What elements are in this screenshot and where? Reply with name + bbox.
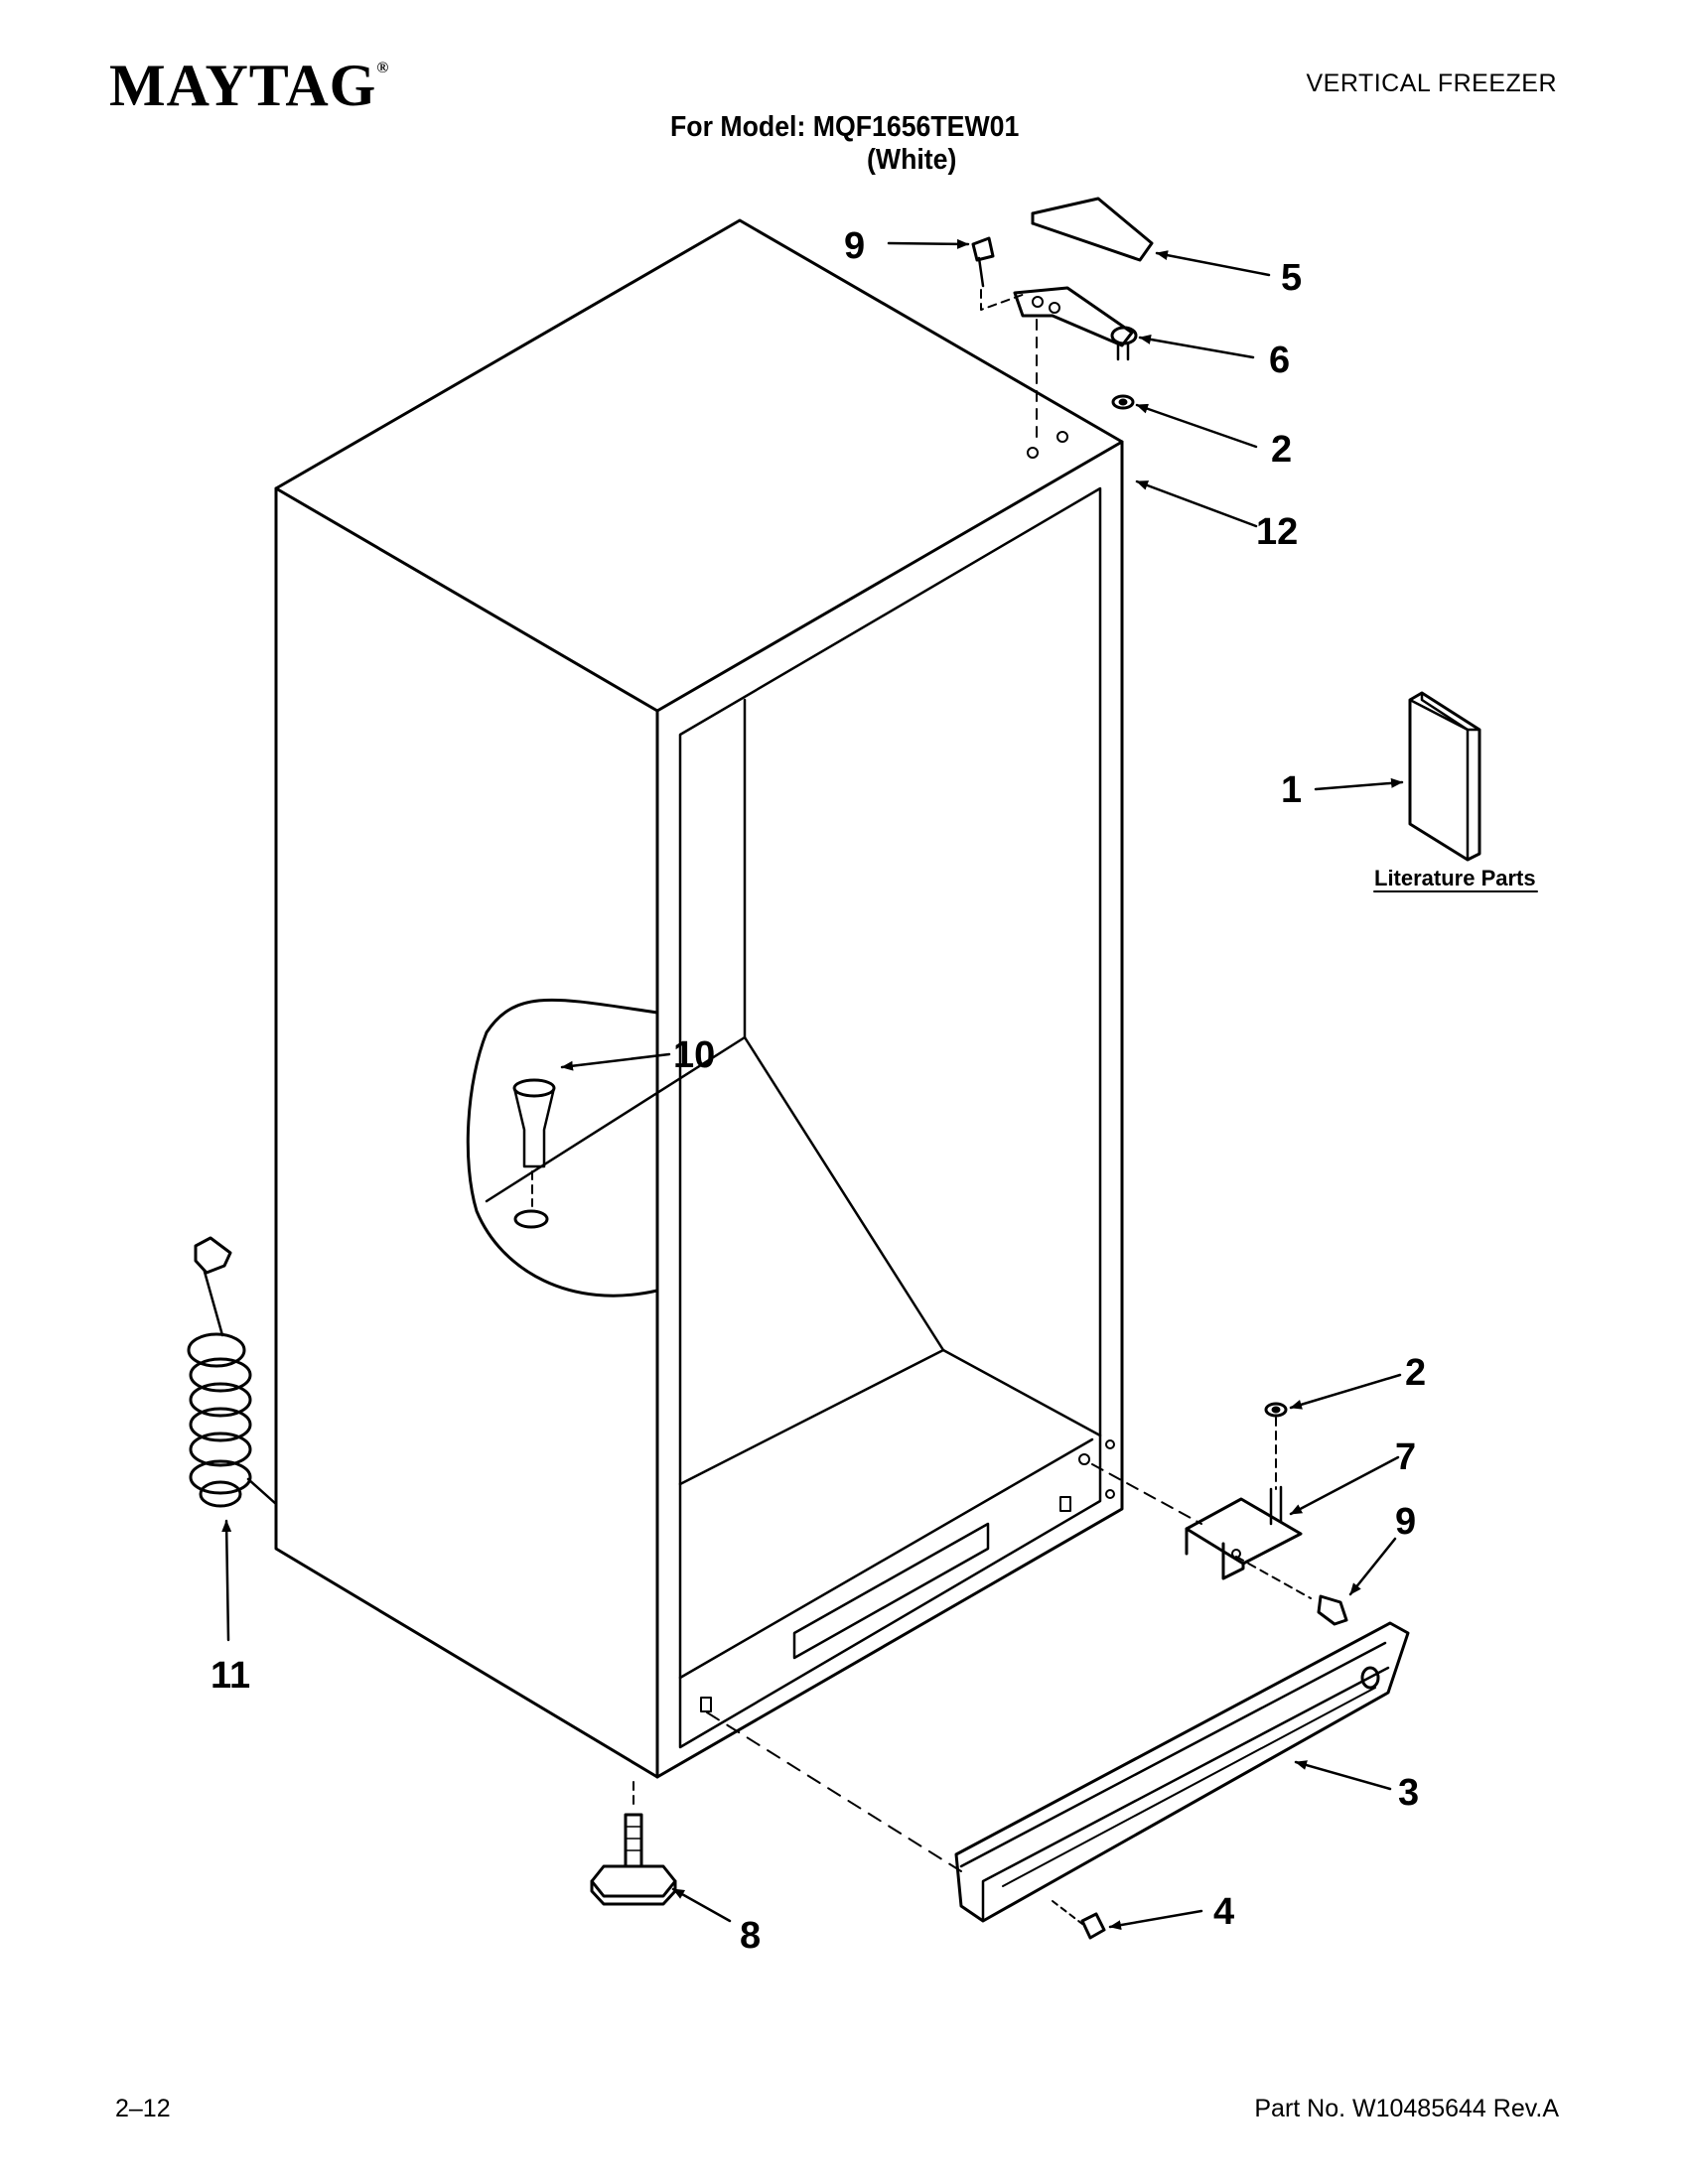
callout-9-top: 9 [844, 225, 865, 267]
cabinet-inner-floor [678, 1348, 945, 1486]
cabinet-top [274, 218, 1124, 713]
callout-10: 10 [673, 1034, 715, 1076]
callout-11: 11 [211, 1655, 250, 1697]
callout-8: 8 [740, 1915, 761, 1957]
callout-9-bottom: 9 [1395, 1501, 1416, 1543]
hinge-screw-top-part-9 [971, 236, 1029, 311]
callout-numbers: 9 5 6 2 12 1 10 2 7 9 11 3 4 8 [211, 225, 1426, 1957]
hinge-hole-top-a [1027, 447, 1039, 459]
callout-5: 5 [1281, 257, 1302, 299]
hinge-hole-top-b [1056, 431, 1068, 443]
hinge-hole-bottom-b [1105, 1489, 1115, 1499]
cabinet-inner-opening [678, 486, 1102, 1749]
callout-12: 12 [1256, 511, 1298, 553]
cabinet-inner-back-edge [743, 698, 1102, 1437]
leveling-leg-part-8 [590, 1781, 677, 1906]
literature-booklet-part-1: Literature Parts [1373, 691, 1538, 892]
drain-tube-part-10 [512, 1078, 556, 1229]
hinge-hole-bottom-a [1105, 1439, 1115, 1449]
hinge-cover-part-5 [1031, 197, 1154, 262]
brand-logo: MAYTAG® [109, 52, 389, 120]
drain-hole [513, 1209, 549, 1229]
page-number: 2–12 [115, 2095, 171, 2122]
callout-3: 3 [1398, 1772, 1419, 1814]
callout-7: 7 [1395, 1436, 1416, 1478]
cutaway-outline [466, 998, 659, 1297]
callout-4: 4 [1213, 1891, 1234, 1933]
bottom-hinge-part-7 [1091, 1463, 1312, 1599]
registered-mark: ® [376, 60, 390, 76]
callout-leaders [221, 238, 1404, 1931]
grille-clip-slot-right [1059, 1496, 1071, 1512]
cabinet-front-frame [655, 440, 1124, 1779]
top-hinge-part-6 [1013, 286, 1138, 443]
cabinet-vent-slot [792, 1522, 990, 1660]
model-color: (White) [867, 144, 957, 176]
document-part-number: Part No. W10485644 Rev.A [1254, 2095, 1559, 2122]
power-cord-part-11 [187, 1236, 278, 1508]
mounting-hole-front [1078, 1453, 1090, 1465]
callout-1: 1 [1281, 769, 1302, 811]
freezer-cabinet [274, 218, 1124, 1779]
grille-screw-part-4 [1052, 1900, 1106, 1940]
base-grille-part-3 [706, 1621, 1410, 1923]
callout-2-bottom: 2 [1405, 1352, 1426, 1394]
washer-bottom-part-2 [1264, 1402, 1288, 1490]
literature-parts-label: Literature Parts [1374, 866, 1536, 890]
model-title: For Model: MQF1656TEW01 [670, 111, 1020, 143]
brand-name: MAYTAG [109, 53, 377, 118]
callout-2-top: 2 [1271, 429, 1292, 471]
product-category: VERTICAL FREEZER [1306, 69, 1557, 97]
grille-clip-slot-left [700, 1697, 712, 1712]
hinge-screw-bottom-part-9 [1317, 1594, 1348, 1626]
cabinet-bottom-panel [678, 1437, 1094, 1680]
cutaway-floor-edge [485, 1035, 747, 1203]
callout-6: 6 [1269, 340, 1290, 381]
washer-top-part-2 [1111, 394, 1135, 410]
